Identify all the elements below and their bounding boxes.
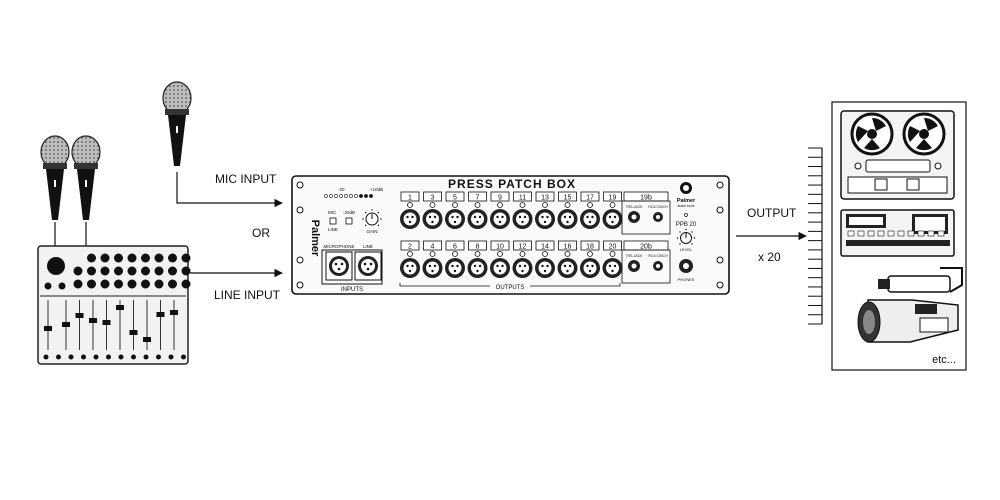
switch-mic-label: MIC: [328, 210, 337, 215]
output-channel-label: 5: [453, 195, 457, 202]
special-output-bottom: 20b TRS-JACK RCA CINCH: [621, 240, 671, 284]
output-channel-5[interactable]: 5: [445, 191, 465, 229]
or-label: OR: [252, 226, 270, 240]
meter-scale-low: -20: [338, 187, 345, 192]
output-channel-label: 15: [564, 195, 572, 202]
mic-input-socket[interactable]: [325, 251, 353, 281]
output-channel-label: 20: [609, 244, 617, 251]
output-channel-8[interactable]: 8: [467, 240, 488, 278]
patch-box-title: PRESS PATCH BOX: [448, 177, 576, 191]
output-fanout: [808, 147, 823, 325]
output-channel-label: 7: [476, 195, 480, 202]
palmer-logo: Palmer audio tools: [677, 182, 696, 208]
special-output-bottom-label: 20b: [640, 244, 652, 251]
etc-label: etc...: [932, 354, 956, 366]
output-channel-label: 9: [498, 195, 502, 202]
output-channel-label: 14: [541, 244, 549, 251]
output-channel-17[interactable]: 17: [580, 191, 600, 229]
microphone-icon: [71, 135, 101, 220]
brand-logo-text: Palmer: [677, 198, 696, 204]
line-input-label: LINE INPUT: [214, 288, 281, 302]
pad-switch[interactable]: [345, 217, 353, 225]
outputs-label: OUTPUTS: [496, 285, 525, 291]
output-channel-label: 10: [496, 244, 504, 251]
microphone-input-label: MICROPHONE: [323, 244, 354, 249]
microphone-icon: [40, 135, 70, 220]
output-channel-label: 19: [609, 195, 617, 202]
output-channel-9[interactable]: 9: [490, 191, 510, 229]
output-channel-18[interactable]: 18: [580, 240, 600, 278]
output-channel-13[interactable]: 13: [535, 191, 555, 229]
output-channel-1[interactable]: 1: [400, 191, 420, 229]
output-channel-label: 4: [431, 244, 435, 251]
output-channel-label: 3: [431, 195, 435, 202]
output-channel-label: 6: [453, 244, 457, 251]
special-output-top: 19b TRS-JACK RCA CINCH: [621, 191, 671, 235]
line-input-socket[interactable]: [354, 251, 382, 281]
output-channel-label: 11: [519, 195, 526, 202]
output-channel-14[interactable]: 14: [535, 240, 555, 278]
output-channel-label: 13: [541, 195, 549, 202]
output-channel-15[interactable]: 15: [557, 191, 578, 229]
rack-recorder-icon: [840, 209, 955, 257]
brand-sub-text: audio tools: [678, 204, 695, 208]
output-channel-label: 8: [476, 244, 480, 251]
mic-input-label: MIC INPUT: [215, 172, 277, 186]
output-row-even: 2 4 6 8 10 12 14 16 18 20: [400, 240, 623, 278]
trs-label-top: TRS-JACK: [625, 205, 643, 209]
output-channel-10[interactable]: 10: [490, 240, 510, 278]
level-meter: [324, 194, 373, 198]
inputs-label: INPUTS: [341, 287, 363, 293]
microphone-icon: [162, 81, 192, 166]
special-output-top-label: 19b: [640, 195, 652, 202]
switch-line-label: LINE: [328, 227, 338, 232]
trs-label-bottom: TRS-JACK: [625, 254, 643, 258]
level-label: LEVEL: [680, 247, 693, 252]
line-input-label: LINE: [363, 244, 373, 249]
switch-pad-label: -20dB: [343, 210, 355, 215]
camcorder-icon: [857, 267, 963, 343]
output-channel-3[interactable]: 3: [422, 191, 443, 229]
model-label: PPB 20: [676, 222, 697, 228]
output-channel-11[interactable]: 11: [512, 191, 533, 229]
destination-devices: etc...: [831, 101, 967, 371]
output-channel-6[interactable]: 6: [445, 240, 465, 278]
meter-scale-clip: +10dB: [370, 187, 383, 192]
rca-label-top: RCA CINCH: [648, 205, 668, 209]
mic-input-arrow: [176, 172, 283, 208]
output-channel-19[interactable]: 19: [602, 191, 623, 229]
output-channel-label: 18: [586, 244, 594, 251]
output-channel-label: 2: [408, 244, 412, 251]
output-channel-12[interactable]: 12: [512, 240, 533, 278]
output-channel-label: 1: [408, 195, 412, 202]
reel-to-reel-recorder-icon: [840, 110, 955, 200]
press-patch-box: PRESS PATCH BOX Palmer -20 +10dB MIC LIN…: [291, 175, 730, 295]
output-channel-20[interactable]: 20: [602, 240, 623, 278]
channel-multiplier-label: x 20: [758, 250, 781, 264]
output-channel-7[interactable]: 7: [467, 191, 488, 229]
mixing-console-icon: [37, 245, 191, 365]
rca-label-bottom: RCA CINCH: [648, 254, 668, 258]
mic-line-switch[interactable]: [329, 217, 337, 225]
output-channel-2[interactable]: 2: [400, 240, 420, 278]
output-channel-4[interactable]: 4: [422, 240, 443, 278]
phones-label: PHONES: [678, 277, 695, 282]
output-label: OUTPUT: [747, 206, 797, 220]
output-channel-label: 17: [586, 195, 594, 202]
output-channel-label: 12: [519, 244, 527, 251]
output-channel-16[interactable]: 16: [557, 240, 578, 278]
gain-label: GAIN: [366, 229, 377, 234]
brand-vertical: Palmer: [309, 220, 321, 257]
output-channel-label: 16: [564, 244, 572, 251]
